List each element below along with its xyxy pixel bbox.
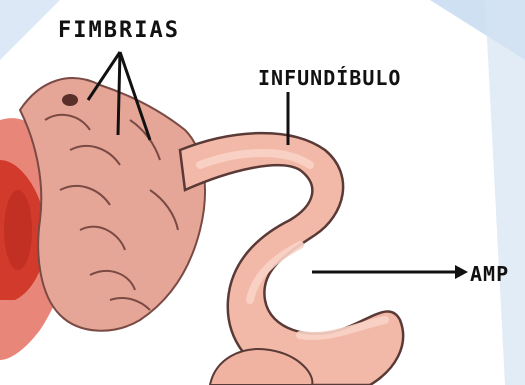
fallopian-tube-body bbox=[180, 133, 403, 385]
fimbriae-cluster bbox=[20, 78, 205, 331]
right-edge-band bbox=[485, 0, 525, 385]
top-left-corner bbox=[0, 0, 60, 60]
fimbrias-label: FIMBRIAS bbox=[58, 18, 180, 43]
infundibulo-label: INFUNDÍBULO bbox=[258, 66, 401, 90]
ampola-label: AMP bbox=[470, 262, 509, 286]
ampola-arrowhead bbox=[455, 265, 468, 279]
ovary-shadow bbox=[4, 190, 32, 270]
fimbriae-dot bbox=[62, 94, 78, 106]
fimbrias-pointer-2 bbox=[118, 52, 120, 135]
